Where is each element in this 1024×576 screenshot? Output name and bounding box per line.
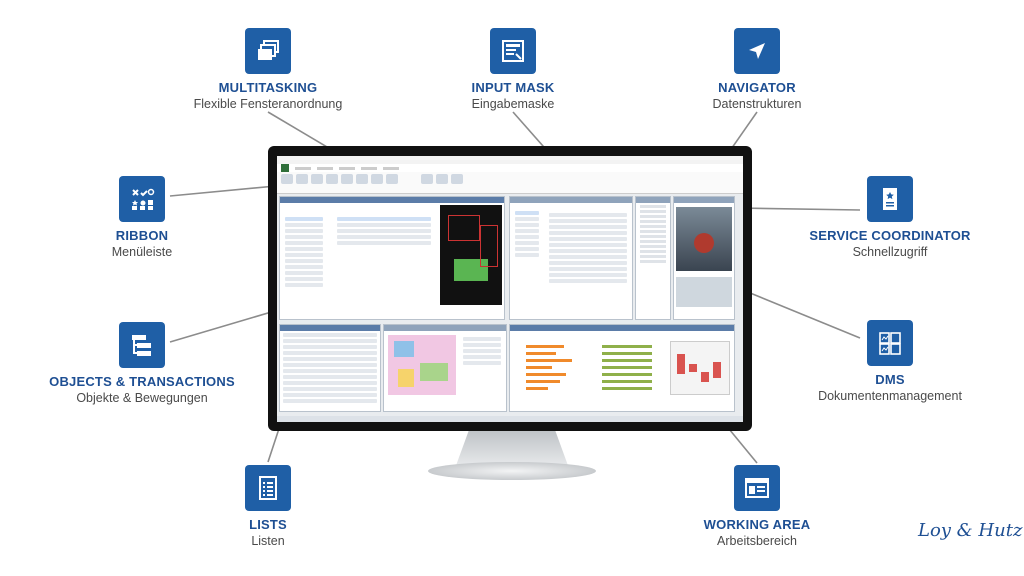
windows-icon [245, 28, 291, 74]
lists-pane [279, 324, 381, 412]
app-title-bar [277, 156, 743, 164]
callout-service-coordinator: SERVICE COORDINATOR Schnellzugriff [795, 176, 985, 260]
toolbar-icon [119, 176, 165, 222]
bookmark-icon [867, 176, 913, 222]
hierarchy-icon [119, 322, 165, 368]
callout-title: MULTITASKING [218, 80, 318, 95]
callout-subtitle: Objekte & Bewegungen [76, 391, 208, 405]
ribbon-tabs [277, 164, 743, 172]
callout-subtitle: Listen [251, 534, 285, 548]
callout-title: DMS [875, 372, 905, 387]
callout-title: WORKING AREA [703, 517, 811, 532]
file-tab[interactable] [281, 164, 289, 172]
monitor-screen [277, 156, 743, 422]
callout-multitasking: MULTITASKING Flexible Fensteranordnung [168, 28, 368, 112]
callout-ribbon: RIBBON Menüleiste [70, 176, 214, 260]
callout-title: OBJECTS & TRANSACTIONS [49, 374, 235, 389]
callout-subtitle: Schnellzugriff [852, 245, 928, 259]
callout-input-mask: INPUT MASK Eingabemaske [413, 28, 613, 112]
ribbon [277, 172, 743, 194]
monitor-neck [456, 431, 568, 465]
working-area-dashboard [509, 324, 735, 412]
callout-subtitle: Flexible Fensteranordnung [193, 97, 343, 111]
callout-title: NAVIGATOR [718, 80, 796, 95]
dms-pane [673, 196, 735, 320]
callout-navigator: NAVIGATOR Datenstrukturen [657, 28, 857, 112]
list-icon [245, 465, 291, 511]
callout-working-area: WORKING AREA Arbeitsbereich [657, 465, 857, 549]
callout-title: SERVICE COORDINATOR [809, 228, 971, 243]
callout-subtitle: Datenstrukturen [712, 97, 802, 111]
form-icon [490, 28, 536, 74]
objects-pane [279, 196, 505, 320]
navigation-arrow-icon [734, 28, 780, 74]
monitor-base [428, 462, 596, 480]
navigator-pane [635, 196, 671, 320]
callout-lists: LISTS Listen [168, 465, 368, 549]
callout-title: INPUT MASK [471, 80, 555, 95]
callout-title: RIBBON [115, 228, 169, 243]
window-icon [734, 465, 780, 511]
callout-subtitle: Dokumentenmanagement [818, 389, 962, 403]
callout-subtitle: Menüleiste [111, 245, 173, 259]
callout-subtitle: Eingabemaske [471, 97, 555, 111]
brand-logo: Loy & Hutz [918, 520, 1023, 541]
callout-objects-transactions: OBJECTS & TRANSACTIONS Objekte & Bewegun… [30, 322, 254, 406]
callout-dms: DMS Dokumentenmanagement [795, 320, 985, 404]
callout-title: LISTS [249, 517, 287, 532]
floorplan-pane [383, 324, 507, 412]
callout-subtitle: Arbeitsbereich [717, 534, 797, 548]
input-mask-pane [509, 196, 633, 320]
documents-icon [867, 320, 913, 366]
status-bar [277, 416, 743, 422]
